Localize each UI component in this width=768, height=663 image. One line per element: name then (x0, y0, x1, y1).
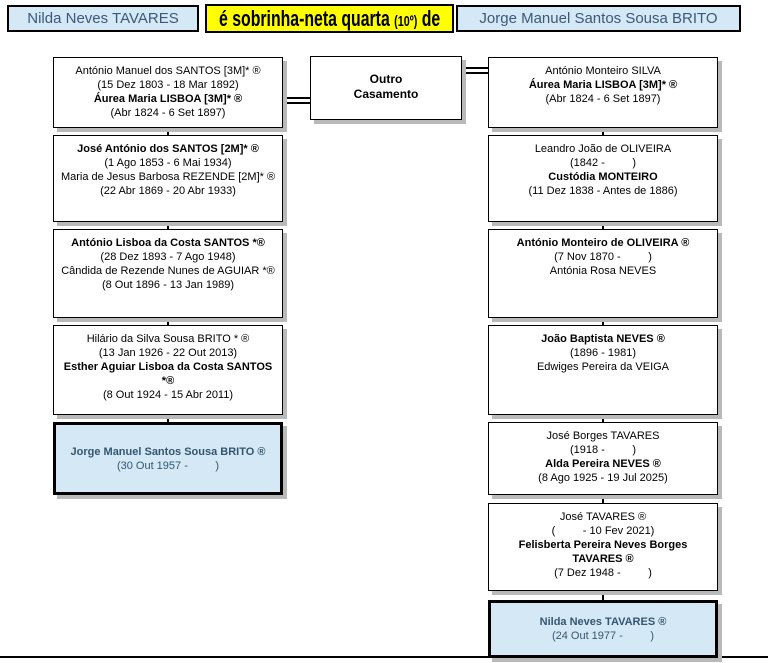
descent-line (602, 128, 604, 135)
descent-line (602, 591, 604, 600)
person-box-jorge-brito-highlight[interactable]: Jorge Manuel Santos Sousa BRITO ® (30 Ou… (53, 422, 283, 495)
person-box-nilda-tavares-highlight[interactable]: Nilda Neves TAVARES ® (24 Out 1977 - ) (488, 600, 718, 658)
descent-line (167, 222, 169, 229)
other-marriage-box[interactable]: Outro Casamento (310, 56, 462, 120)
person-box-jose-tavares-alda[interactable]: José Borges TAVARES (1918 - ) Alda Perei… (488, 422, 718, 495)
person-box-antonio-oliveira-neves[interactable]: António Monteiro de OLIVEIRA ® (7 Nov 18… (488, 229, 718, 318)
marriage-connector-left-top (256, 97, 310, 99)
person-box-hilario-brito-esther[interactable]: Hilário da Silva Sousa BRITO * ® (13 Jan… (53, 325, 283, 415)
header-person-b-label: Jorge Manuel Santos Sousa BRITO (479, 10, 718, 27)
person-box-antonio-santos-aguiar[interactable]: António Lisboa da Costa SANTOS *® (28 De… (53, 229, 283, 318)
person-box-santos-lisboa[interactable]: António Manuel dos SANTOS [3M]* ® (15 De… (53, 57, 283, 128)
person-box-jose-santos-rezende[interactable]: José António dos SANTOS [2M]* ® (1 Ago 1… (53, 135, 283, 222)
header-person-a-label: Nilda Neves TAVARES (27, 10, 179, 27)
bottom-rule (0, 656, 768, 658)
header-person-a[interactable]: Nilda Neves TAVARES (7, 5, 199, 32)
descent-line (167, 415, 169, 422)
header-person-b[interactable]: Jorge Manuel Santos Sousa BRITO (456, 5, 741, 32)
descent-line (602, 495, 604, 503)
person-box-jose-tavares-felisberta[interactable]: José TAVARES ® ( - 10 Fev 2021) Felisber… (488, 503, 718, 591)
relationship-banner: é sobrinha-neta quarta (10º) de (205, 4, 454, 33)
person-box-oliveira-monteiro[interactable]: Leandro João de OLIVEIRA (1842 - ) Custó… (488, 135, 718, 222)
descent-line (602, 318, 604, 325)
descent-line (602, 415, 604, 422)
person-box-silva-lisboa[interactable]: António Monteiro SILVA Áurea Maria LISBO… (488, 57, 718, 128)
other-marriage-line1: Outro (369, 72, 403, 86)
descent-line (602, 222, 604, 229)
person-box-joao-neves-veiga[interactable]: João Baptista NEVES ® (1896 - 1981) Edwi… (488, 325, 718, 415)
descent-line (167, 318, 169, 325)
relationship-text: é sobrinha-neta quarta (10º) de (218, 5, 441, 31)
other-marriage-line2: Casamento (353, 87, 419, 101)
marriage-connector-left-bottom (256, 102, 310, 104)
descent-line (167, 128, 169, 135)
